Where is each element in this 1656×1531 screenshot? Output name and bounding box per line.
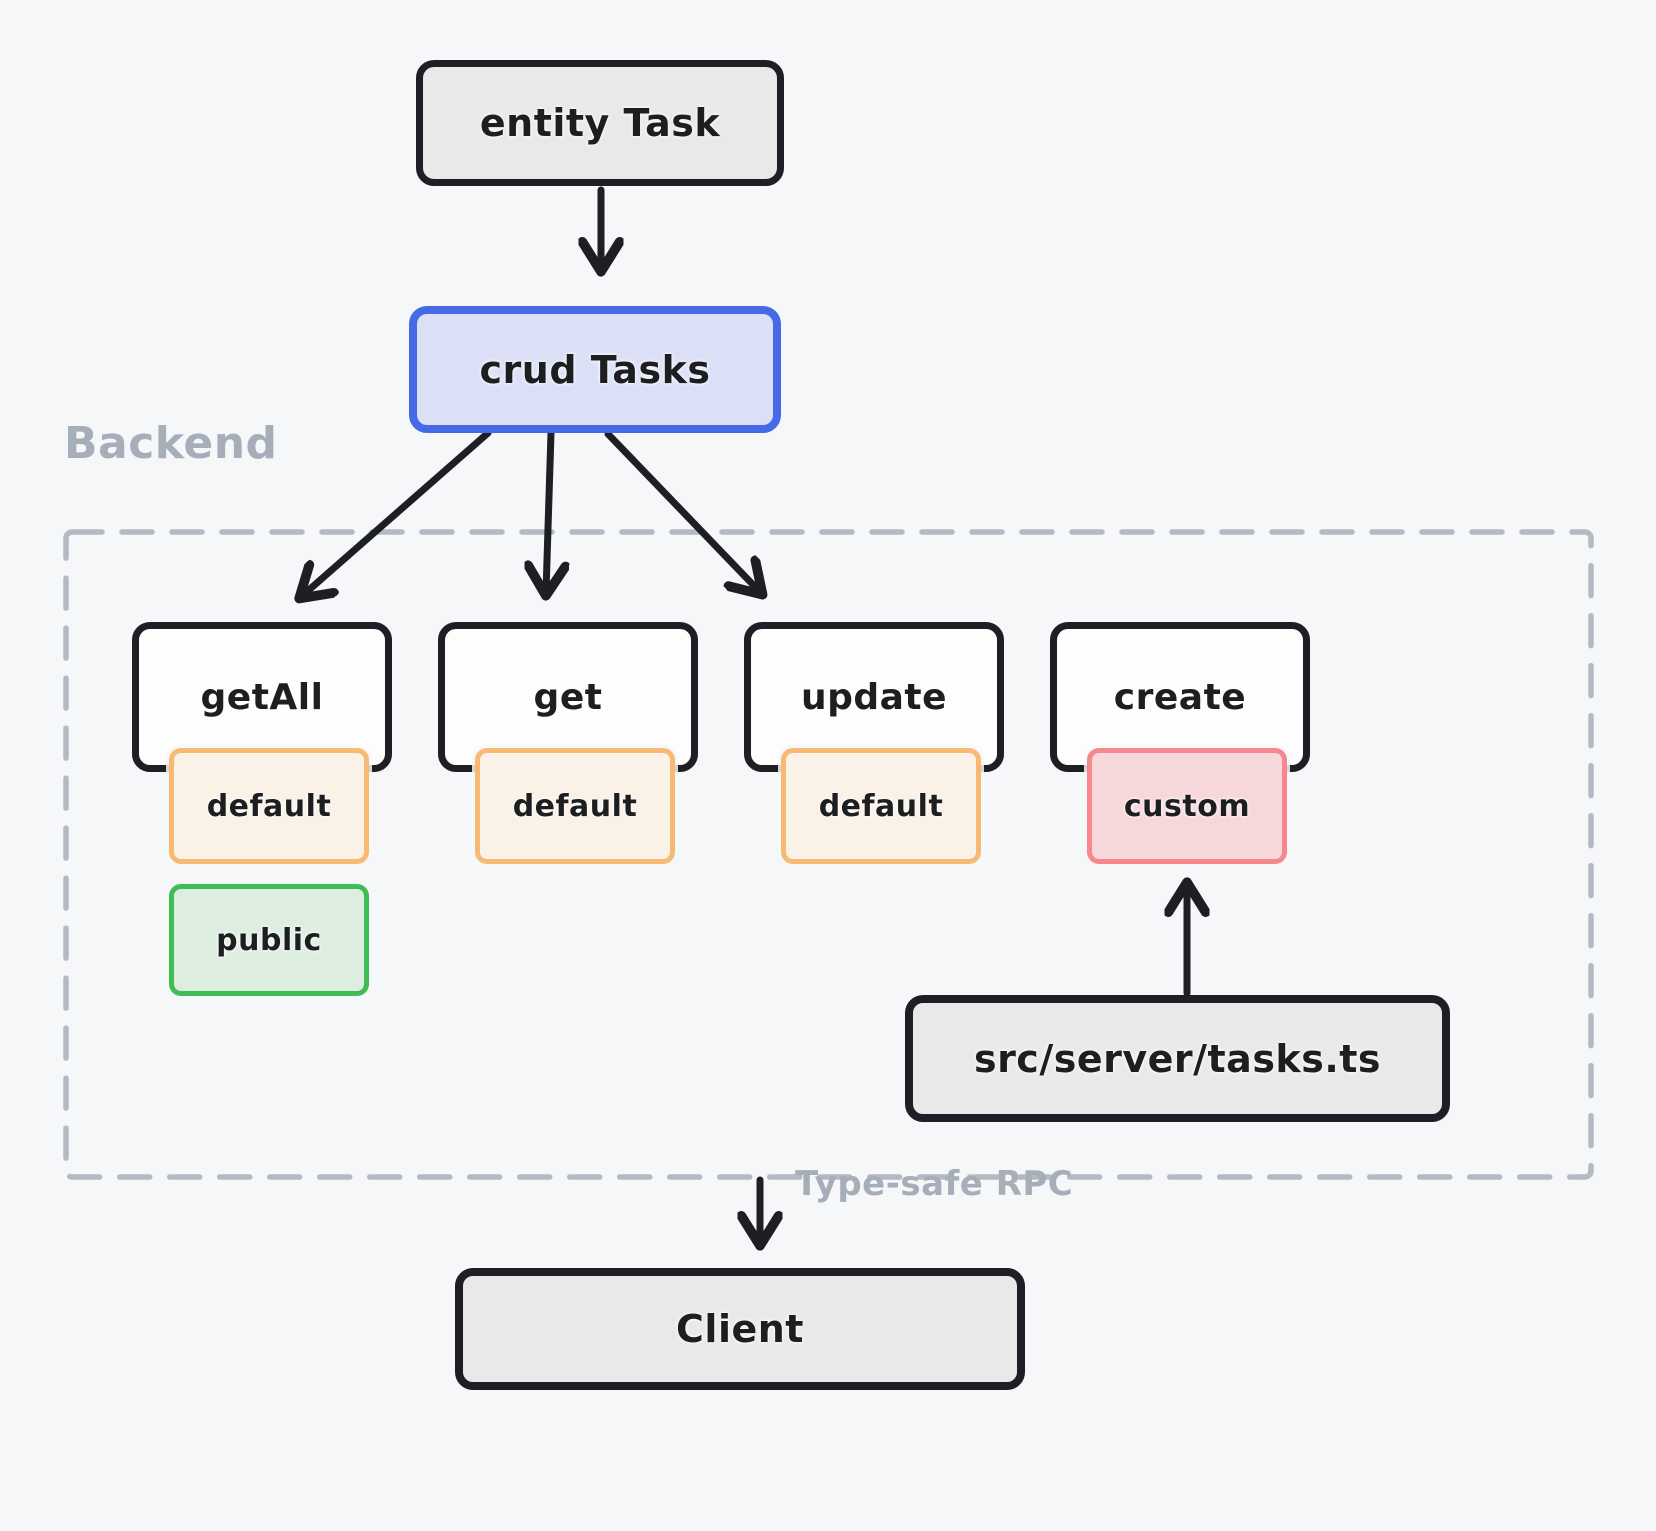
edge-crud-to-getall [302, 429, 492, 596]
node-getall-public-badge: public [169, 884, 369, 996]
node-entity-task: entity Task [416, 60, 784, 186]
node-crud-tasks: crud Tasks [409, 306, 781, 433]
rpc-edge-label: Type-safe RPC [795, 1164, 1074, 1204]
node-getall-default-badge: default [169, 748, 369, 864]
node-create: create [1050, 622, 1310, 772]
node-update-default-badge: default [781, 748, 981, 864]
edge-crud-to-update [604, 430, 760, 592]
edge-crud-to-get [546, 429, 551, 592]
node-get-default-badge: default [475, 748, 675, 864]
node-create-custom-badge: custom [1087, 748, 1287, 864]
node-server-file: src/server/tasks.ts [905, 995, 1450, 1122]
backend-region-label: Backend [64, 418, 278, 469]
node-getall: getAll [132, 622, 392, 772]
node-update: update [744, 622, 1004, 772]
backend-region-border [63, 529, 1594, 1180]
node-client: Client [455, 1268, 1025, 1390]
